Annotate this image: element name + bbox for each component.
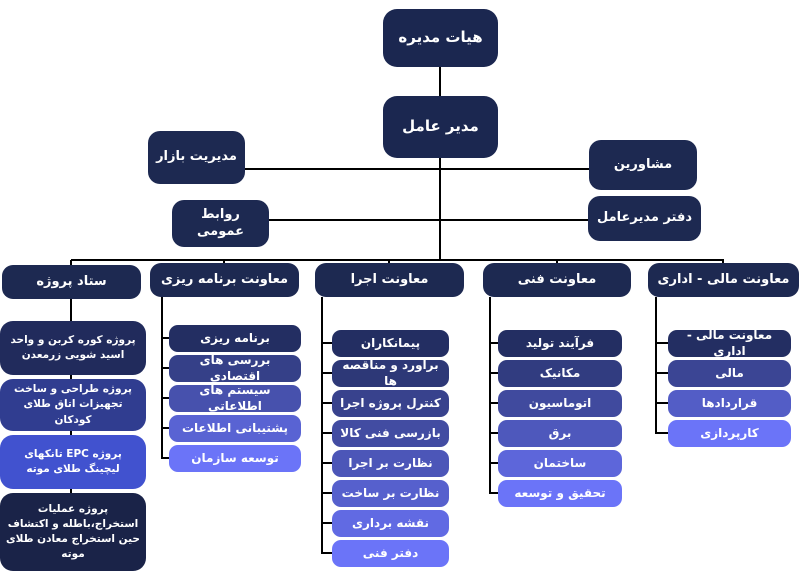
org-node-electricity: برق xyxy=(498,420,622,447)
org-node-organization-development: توسعه سازمان xyxy=(169,445,301,472)
org-node-project-extraction-operations: پروژه عملیات استخراج،باطله و اکتشاف حین … xyxy=(0,493,146,571)
org-node-information-support: پشتیبانی اطلاعات xyxy=(169,415,301,442)
org-node-economic-studies: بررسی های اقتصادی xyxy=(169,353,301,383)
org-node-ceo-office: دفتر مدیرعامل xyxy=(588,196,701,241)
org-node-finance: مالی xyxy=(668,360,791,387)
org-node-planning-deputy: معاونت برنامه ریزی xyxy=(150,263,299,297)
org-node-procurement: کارپردازی xyxy=(668,420,791,447)
org-node-contractors: پیمانکاران xyxy=(332,330,449,357)
org-node-building: ساختمان xyxy=(498,450,622,477)
org-node-project-carbon-kiln: پروژه کوره کربن و واحد اسید شویی زرمعدن xyxy=(0,321,146,375)
org-node-mechanics: مکانیک xyxy=(498,360,622,387)
org-node-public-relations: روابط عمومی xyxy=(172,200,269,247)
org-node-production-process: فرآیند تولید xyxy=(498,330,622,357)
org-node-advisors: مشاورین xyxy=(589,140,697,190)
org-node-ceo: مدیر عامل xyxy=(383,96,498,158)
org-node-research-development: تحقیق و توسعه xyxy=(498,480,622,507)
org-node-finance-admin-deputy: معاونت مالی - اداری xyxy=(648,263,799,297)
org-node-market-management: مدیریت بازار xyxy=(148,131,245,184)
org-node-project-epc-leaching-tanks: پروژه EPC تانکهای لیچینگ طلای موته xyxy=(0,435,146,489)
org-node-surveying: نقشه برداری xyxy=(332,510,449,537)
org-node-project-staff: ستاد پروژه xyxy=(2,265,141,299)
org-node-planning: برنامه ریزی xyxy=(169,325,301,352)
org-node-finance-admin: معاونت مالی - اداری xyxy=(668,328,791,358)
org-node-technical-office: دفتر فنی xyxy=(332,540,449,567)
org-node-technical-deputy: معاونت فنی xyxy=(483,263,631,297)
org-node-estimation-tenders: برآورد و مناقصه ها xyxy=(332,358,449,388)
org-node-contracts: قراردادها xyxy=(668,390,791,417)
org-node-board: هیات مدیره xyxy=(383,9,498,67)
org-node-automation: اتوماسیون xyxy=(498,390,622,417)
org-node-construction-supervision: نظارت بر ساخت xyxy=(332,480,449,507)
org-node-execution-deputy: معاونت اجرا xyxy=(315,263,464,297)
org-node-project-gold-room-equipment: پروژه طراحی و ساخت تجهیزات اتاق طلای کود… xyxy=(0,379,146,431)
org-node-execution-supervision: نظارت بر اجرا xyxy=(332,450,449,477)
org-node-project-control: کنترل پروژه اجرا xyxy=(332,390,449,417)
org-node-goods-technical-inspection: بازرسی فنی کالا xyxy=(332,420,449,447)
org-node-information-systems: سیستم های اطلاعاتی xyxy=(169,383,301,413)
